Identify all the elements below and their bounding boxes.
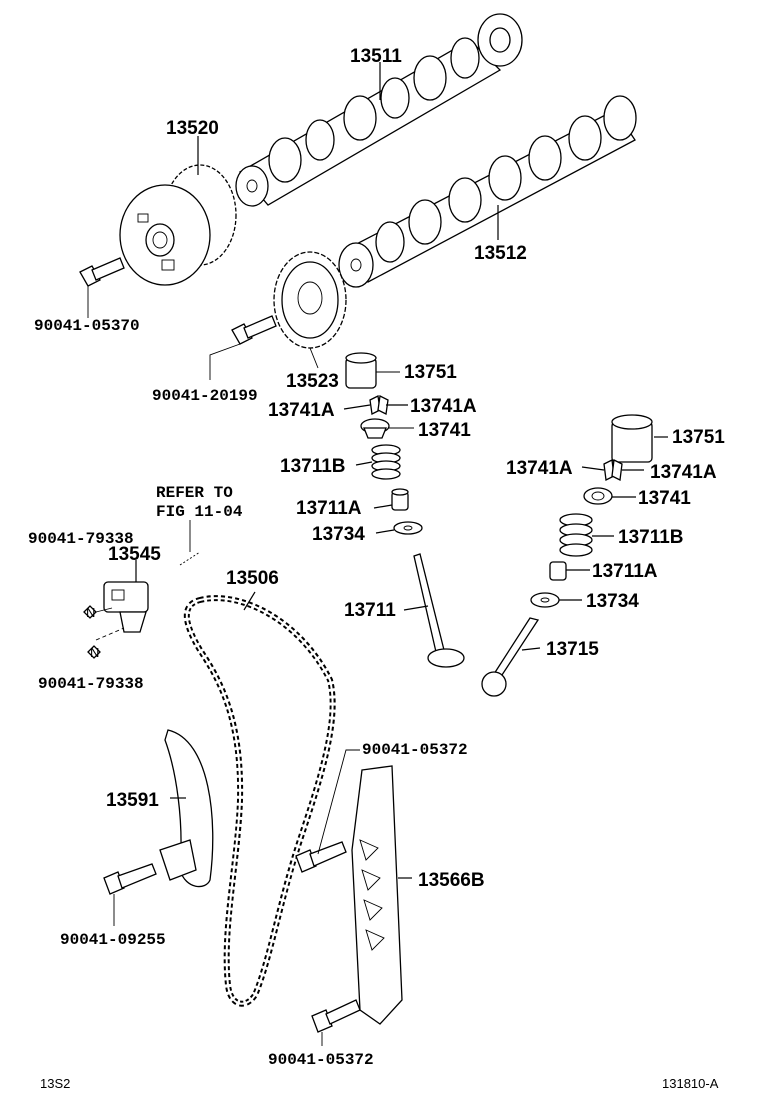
label-13520: 13520 xyxy=(166,118,219,139)
sprocket-13523 xyxy=(273,251,347,369)
label-90041-20199: 90041-20199 xyxy=(152,387,258,405)
n-marker-b: N xyxy=(87,645,101,660)
label-13751-left: 13751 xyxy=(404,362,457,383)
timing-chain-inner xyxy=(185,597,334,1005)
label-13506: 13506 xyxy=(226,568,279,589)
label-13741a-left-2: 13741A xyxy=(410,396,477,417)
label-13711b-left: 13711B xyxy=(280,456,346,477)
label-13741a-right-2: 13741A xyxy=(650,462,717,483)
leader-lines xyxy=(135,62,668,879)
label-refer-to: REFER TO xyxy=(156,484,233,502)
label-13591: 13591 xyxy=(106,790,159,811)
bolt-90041-05372-lower xyxy=(311,999,361,1046)
label-13711a-right: 13711A xyxy=(592,561,658,582)
n-marker-a-text: N xyxy=(86,605,95,620)
label-90041-05372-upper: 90041-05372 xyxy=(362,741,468,759)
label-13711a-left: 13711A xyxy=(296,498,362,519)
valve-train-left xyxy=(345,352,465,668)
label-90041-79338-lower: 90041-79338 xyxy=(38,675,144,693)
label-13512: 13512 xyxy=(474,243,527,264)
label-13734-right: 13734 xyxy=(586,591,639,612)
camshaft-13512 xyxy=(338,95,637,288)
footer-right-code: 131810-A xyxy=(662,1076,719,1091)
bolt-90041-20199 xyxy=(209,315,277,380)
camshaft-13511 xyxy=(235,13,523,207)
label-fig-ref: FIG 11-04 xyxy=(156,503,243,521)
spring-13711b-right xyxy=(559,513,593,557)
label-13751-right: 13751 xyxy=(672,427,725,448)
label-13715: 13715 xyxy=(546,639,599,660)
tensioner-13545 xyxy=(95,520,201,641)
label-90041-05372-lower: 90041-05372 xyxy=(268,1051,374,1069)
label-13711: 13711 xyxy=(344,600,396,621)
chain-guide-13566b xyxy=(351,765,403,1025)
footer-left-code: 13S2 xyxy=(40,1076,70,1091)
label-13734-left: 13734 xyxy=(312,524,365,545)
label-13741a-right-1: 13741A xyxy=(506,458,573,479)
label-13741a-left-1: 13741A xyxy=(268,400,335,421)
label-90041-79338-upper: 90041-79338 xyxy=(28,530,134,548)
n-marker-b-text: N xyxy=(90,645,99,660)
spring-13711b xyxy=(371,444,401,480)
bolt-90041-05372-upper xyxy=(295,749,360,873)
label-90041-09255: 90041-09255 xyxy=(60,931,166,949)
label-13511: 13511 xyxy=(350,46,402,67)
label-13741-left: 13741 xyxy=(418,420,471,441)
label-13741-right: 13741 xyxy=(638,488,691,509)
n-marker-a: N xyxy=(83,605,97,620)
chain-guide-13591 xyxy=(159,729,214,888)
label-13711b-right: 13711B xyxy=(618,527,684,548)
label-13545: 13545 xyxy=(108,544,161,565)
vvt-gear-13520 xyxy=(119,164,237,286)
bolt-90041-05370 xyxy=(79,257,125,318)
label-13566b: 13566B xyxy=(418,870,485,891)
label-13523: 13523 xyxy=(286,371,339,392)
label-90041-05370: 90041-05370 xyxy=(34,317,140,335)
bolt-90041-09255 xyxy=(103,863,157,926)
valve-train-right xyxy=(481,414,653,697)
